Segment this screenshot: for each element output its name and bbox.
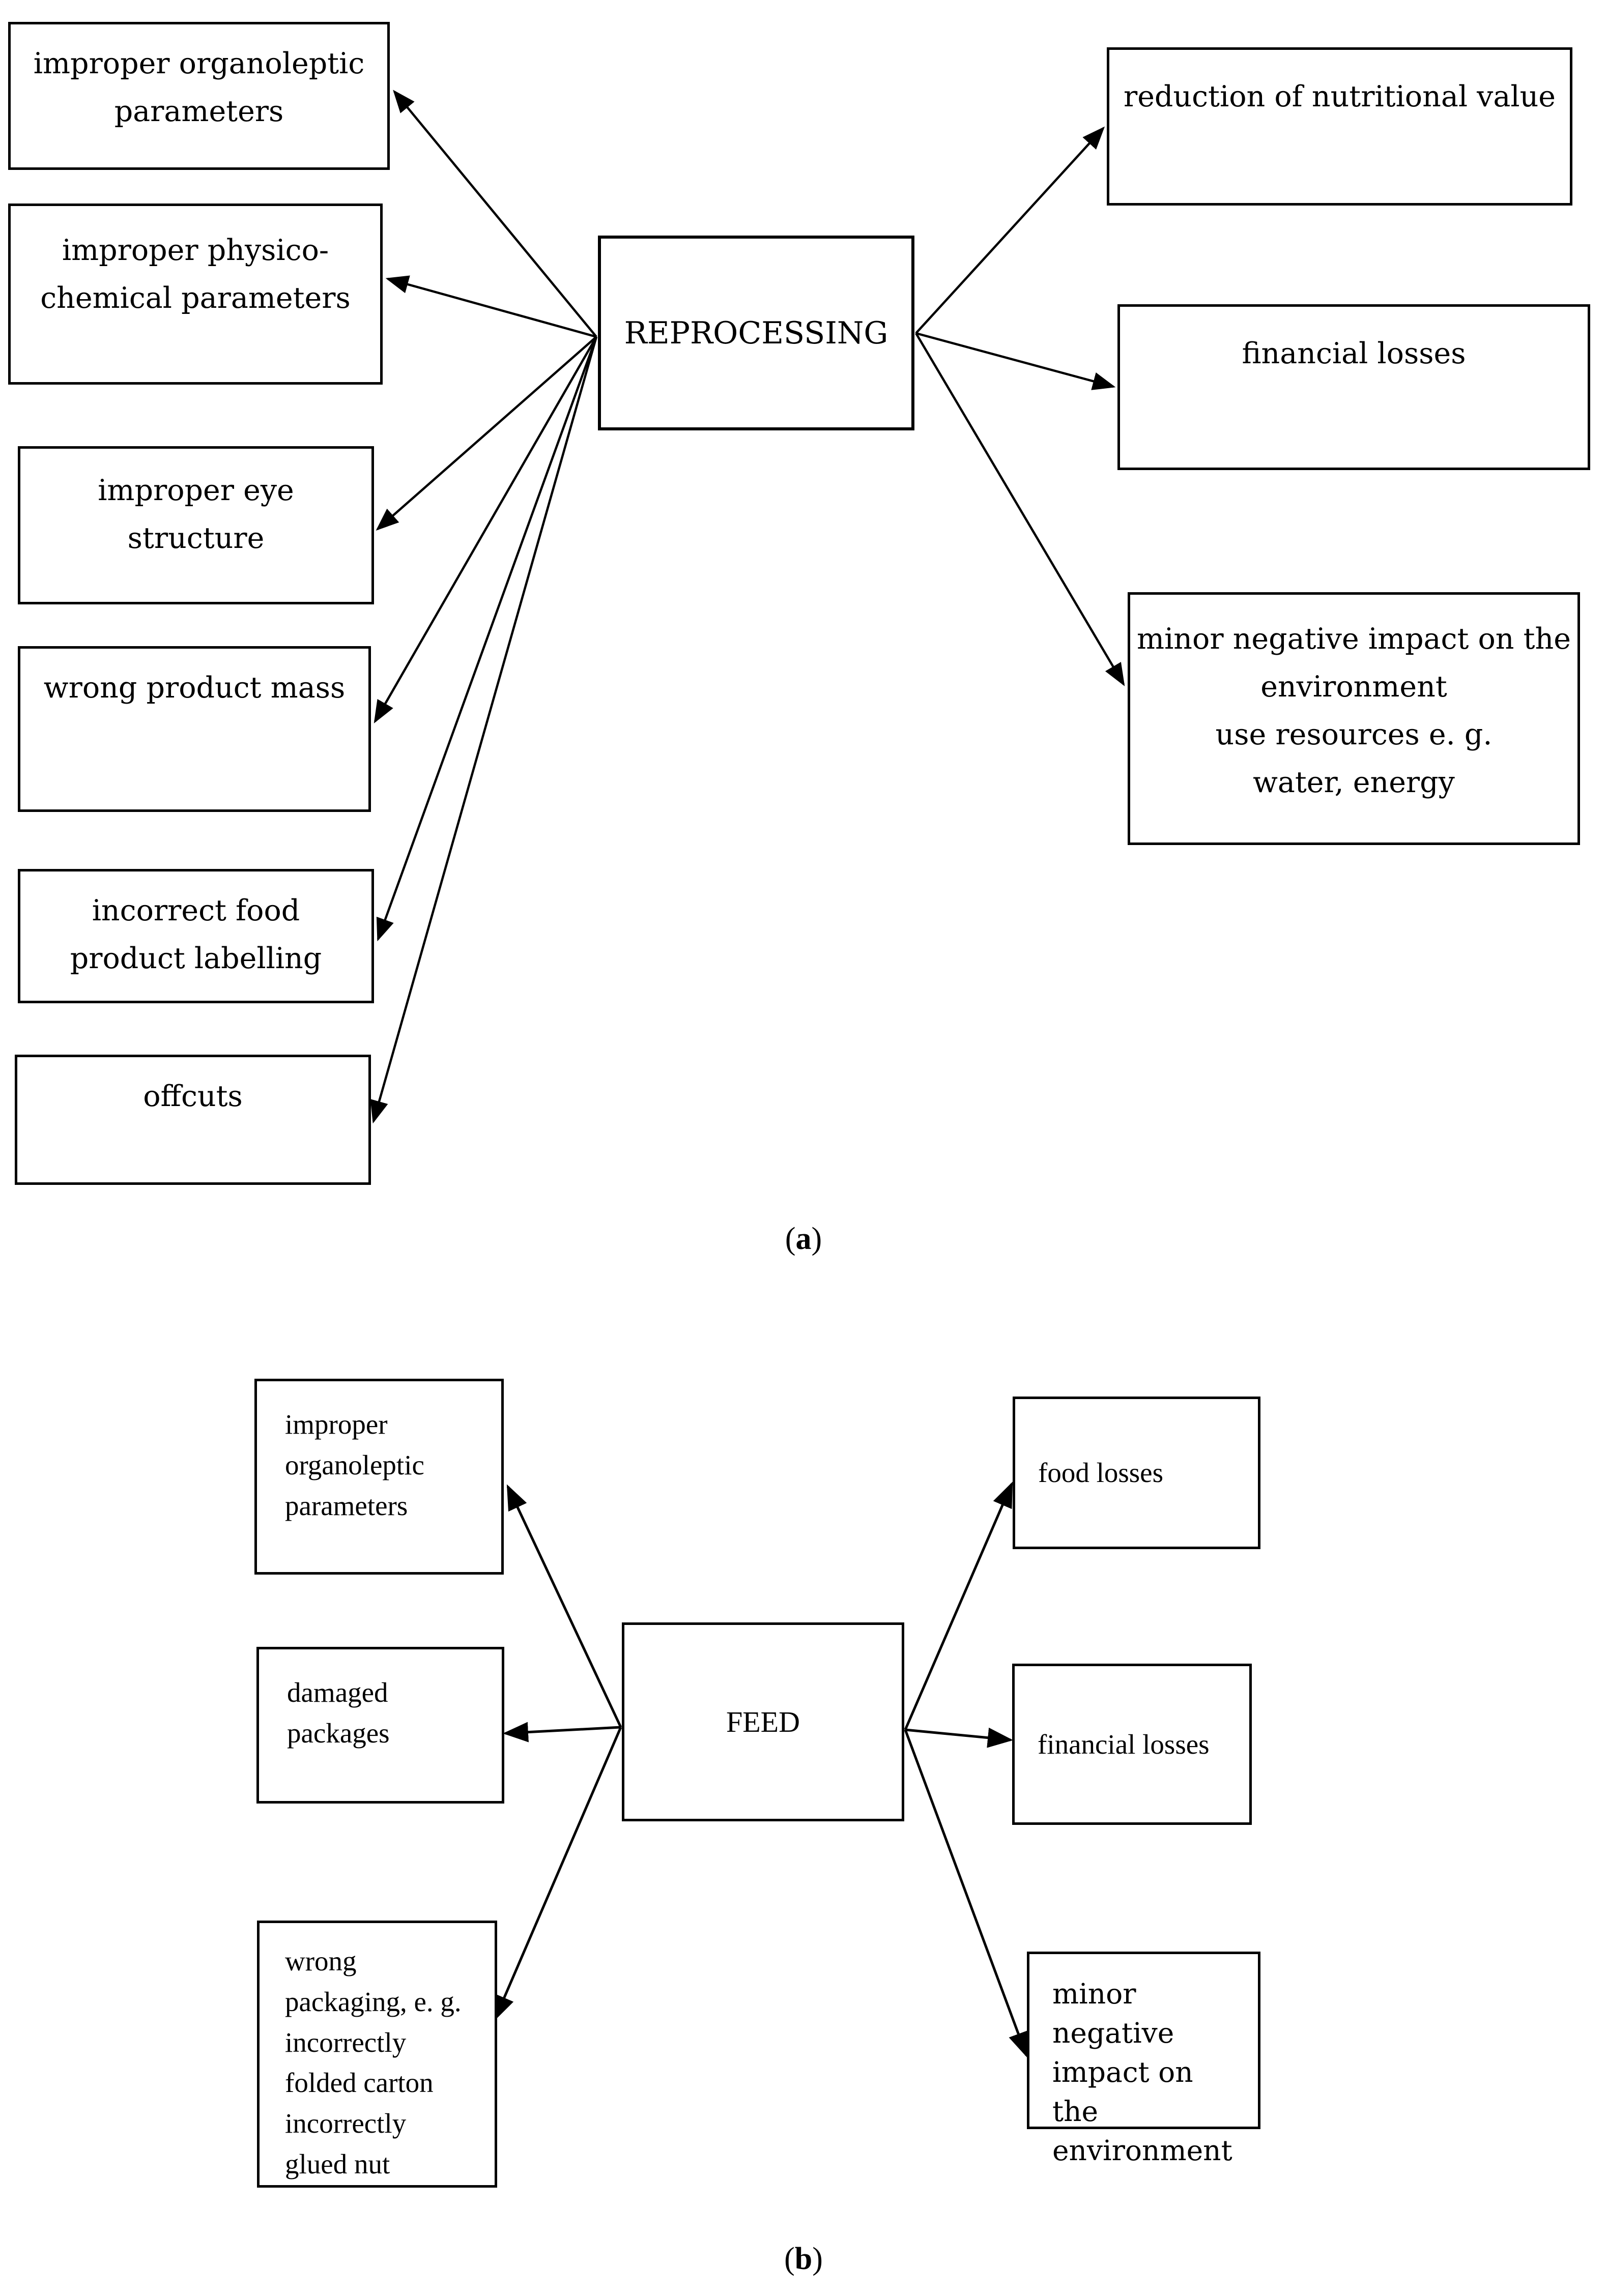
cause-box-physico-chemical: improper physico-chemical parameters [8,204,383,385]
effect-box-environment-a: minor negative impact on the environment… [1128,592,1580,845]
cause-box-labelling: incorrect food product labelling [18,869,374,1003]
cause-label: improper physico-chemical parameters [40,234,351,315]
arrow-a-to-improper-organoleptic [393,90,597,338]
caption-a-letter: a [795,1222,812,1256]
effect-label: reduction of nutritional value [1123,80,1556,113]
arrow-b-to-wrong-packaging [494,1727,622,2021]
effect-label: financial losses [1242,337,1466,370]
caption-a: (a) [0,1221,1607,1257]
arrow-a-to-product-mass [374,336,597,723]
central-node-reprocessing: REPROCESSING [598,236,914,430]
effect-box-financial-losses-b: financial losses [1012,1664,1252,1825]
arrow-a-to-nutritional-value [915,126,1105,334]
central-node-label: REPROCESSING [624,315,888,351]
caption-b: (b) [0,2241,1607,2277]
cause-label: offcuts [143,1080,243,1113]
cause-label: incorrect food product labelling [70,894,322,976]
effect-label: minor negative impact on the environment [1052,1978,1232,2167]
caption-b-letter: b [794,2242,813,2276]
caption-a-paren-close: ) [811,1222,822,1256]
effect-label: food losses [1038,1457,1163,1489]
cause-box-wrong-packaging: wrong packaging, e. g. incorrectly folde… [257,1921,497,2188]
cause-box-eye-structure: improper eye structure [18,446,374,604]
central-node-label: FEED [726,1705,800,1738]
arrow-a-to-environment [915,332,1125,686]
arrow-b-to-environment [904,1729,1028,2058]
caption-b-paren-close: ) [812,2242,823,2276]
arrow-b-to-damaged-packages [503,1722,621,1742]
cause-label: improper organoleptic parameters [33,47,365,129]
arrow-b-to-food-losses [904,1481,1013,1730]
caption-a-paren-open: ( [785,1222,796,1256]
cause-box-improper-organoleptic-a: improper organoleptic parameters [8,22,390,170]
effect-label-line-1: minor negative impact on the environment [1137,622,1571,704]
cause-box-offcuts: offcuts [15,1055,371,1185]
effect-label: financial losses [1038,1728,1210,1760]
cause-box-improper-organoleptic-b: improper organoleptic parameters [254,1379,504,1575]
central-node-feed: FEED [622,1622,904,1821]
cause-label: improper eye structure [98,474,294,556]
caption-b-paren-open: ( [784,2242,795,2276]
arrow-a-to-eye-structure [376,336,597,531]
cause-label: wrong product mass [43,671,346,705]
arrow-a-to-labelling [376,336,598,942]
effect-box-financial-losses-a: financial losses [1117,304,1590,470]
effect-box-nutritional-value: reduction of nutritional value [1107,47,1572,206]
arrow-b-to-financial-losses [905,1727,1013,1748]
cause-box-product-mass: wrong product mass [18,646,371,812]
cause-box-damaged-packages: damaged packages [256,1647,504,1804]
effect-box-food-losses: food losses [1013,1397,1260,1549]
arrow-a-to-offcuts [370,336,598,1124]
cause-label: wrong packaging, e. g. incorrectly folde… [285,1945,462,2179]
arrow-a-to-financial-losses [915,332,1116,390]
effect-label-line-2: use resources e. g. water, energy [1215,718,1493,800]
arrow-b-to-improper-organoleptic [506,1484,622,1728]
cause-label: damaged packages [287,1677,390,1749]
effect-box-environment-b: minor negative impact on the environment [1027,1952,1260,2167]
cause-label: improper organoleptic parameters [285,1409,424,1521]
arrow-a-to-physico-chemical [385,275,597,338]
